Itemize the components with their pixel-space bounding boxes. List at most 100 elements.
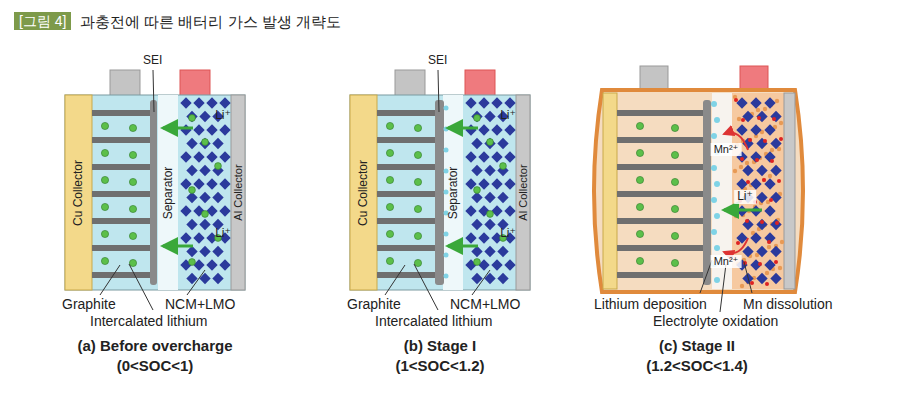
- cathode-crystal: [212, 246, 223, 257]
- cathode-crystal: [199, 111, 210, 122]
- intercalated-lithium: [671, 151, 678, 158]
- cathode-crystal: [193, 151, 204, 162]
- cathode-crystal: [186, 138, 197, 149]
- cathode-crystal: [219, 259, 230, 270]
- band-label: Cu Collector: [73, 159, 85, 225]
- cathode-crystal: [219, 97, 230, 108]
- leader-line: [438, 70, 439, 112]
- intercalated-lithium: [636, 149, 643, 156]
- part-label: Graphite: [347, 296, 401, 312]
- intercalated-lithium: [129, 232, 136, 239]
- band-label-box: Al Collector: [231, 95, 245, 290]
- intercalated-lithium: [414, 178, 421, 185]
- cathode-crystal: [491, 259, 502, 270]
- cathode-crystal: [770, 165, 781, 176]
- al-collector: [516, 95, 530, 290]
- cathode-crystal: [465, 97, 476, 108]
- cathode-crystal: [764, 232, 775, 243]
- cathode-crystal: [750, 178, 761, 189]
- part-label: Intercalated lithium: [90, 313, 208, 329]
- cathode-crystal: [484, 192, 495, 203]
- cathode-crystal: [491, 151, 502, 162]
- cathode-crystal: [484, 138, 495, 149]
- panel-caption: (0<SOC<1): [117, 357, 194, 374]
- intercalated-lithium: [101, 257, 108, 264]
- graphite-layer: [617, 164, 703, 170]
- cathode-crystal: [206, 259, 217, 270]
- graphite-layer: [92, 245, 152, 251]
- intercalated-lithium: [671, 124, 678, 131]
- cathode-crystal: [478, 124, 489, 135]
- graphite-layer: [617, 191, 703, 197]
- lithium-deposit: [714, 213, 720, 219]
- graphite-layer: [617, 137, 703, 143]
- li-arrow: [724, 209, 762, 212]
- cathode-crystal: [219, 124, 230, 135]
- swollen-cell: [594, 90, 803, 292]
- cathode-crystal: [465, 151, 476, 162]
- mn-ion: [741, 118, 745, 122]
- positive-tab: [180, 70, 210, 96]
- cathode-lithium: [474, 259, 481, 266]
- cathode-crystal: [180, 232, 191, 243]
- graphite-layer: [92, 137, 152, 143]
- intercalated-lithium: [129, 178, 136, 185]
- cathode-crystal: [491, 97, 502, 108]
- band-label-box: Separator: [158, 95, 178, 290]
- intercalated-lithium: [414, 124, 421, 131]
- li-arrow: [448, 245, 478, 248]
- cathode-crystal: [504, 205, 515, 216]
- cathode-crystal: [478, 151, 489, 162]
- lithium-deposit: [714, 245, 720, 251]
- cathode-lithium: [189, 259, 196, 266]
- mn-ion: [763, 139, 767, 143]
- cathode-crystal: [186, 219, 197, 230]
- figure-title: 과충전에 따른 배터리 가스 발생 개략도: [80, 13, 341, 30]
- cathode-crystal: [750, 151, 761, 162]
- cathode-crystal: [756, 138, 767, 149]
- part-label: Mn dissolution: [743, 296, 833, 312]
- mn-ion: [736, 241, 740, 245]
- electrolyte-dot: [737, 117, 741, 121]
- part-label: NCM+LMO: [165, 296, 235, 312]
- cathode-crystal: [471, 246, 482, 257]
- intercalated-lithium: [129, 259, 136, 266]
- cathode-crystal: [764, 259, 775, 270]
- lithium-deposit: [711, 197, 717, 203]
- intercalated-lithium: [636, 203, 643, 210]
- mn-ion: [748, 138, 752, 142]
- figure-number: [그림 4]: [14, 12, 71, 30]
- electrolyte-dot: [775, 99, 779, 103]
- band-label: Al Collector: [233, 164, 244, 220]
- cu-collector: [603, 93, 617, 289]
- leader-line: [100, 265, 120, 295]
- mn-ion: [770, 159, 774, 163]
- cathode-crystal: [484, 273, 495, 284]
- mn-ion: [750, 281, 754, 285]
- cathode-crystal: [465, 205, 476, 216]
- graphite-layer: [617, 245, 703, 251]
- cathode-crystal: [484, 165, 495, 176]
- cathode-crystal: [471, 219, 482, 230]
- graphite-layer: [377, 110, 437, 116]
- cathode-crystal: [180, 97, 191, 108]
- mn-ion: [772, 117, 776, 121]
- intercalated-lithium: [671, 259, 678, 266]
- cathode-crystal: [764, 205, 775, 216]
- intercalated-lithium: [414, 205, 421, 212]
- cathode-crystal: [750, 259, 761, 270]
- cu-collector: [350, 95, 377, 290]
- negative-tab: [110, 70, 140, 96]
- cathode-crystal: [212, 192, 223, 203]
- cathode-crystal: [756, 165, 767, 176]
- graphite-layer: [92, 191, 152, 197]
- mn-ion: [769, 198, 773, 202]
- mn-ion: [765, 282, 769, 286]
- graphite-layer: [92, 272, 152, 278]
- cathode-crystal: [471, 111, 482, 122]
- deposit-dot: [444, 127, 449, 132]
- cathode-crystal: [770, 246, 781, 257]
- cathode-crystal: [742, 246, 753, 257]
- cathode-crystal: [736, 97, 747, 108]
- electrolyte-dot: [734, 214, 738, 218]
